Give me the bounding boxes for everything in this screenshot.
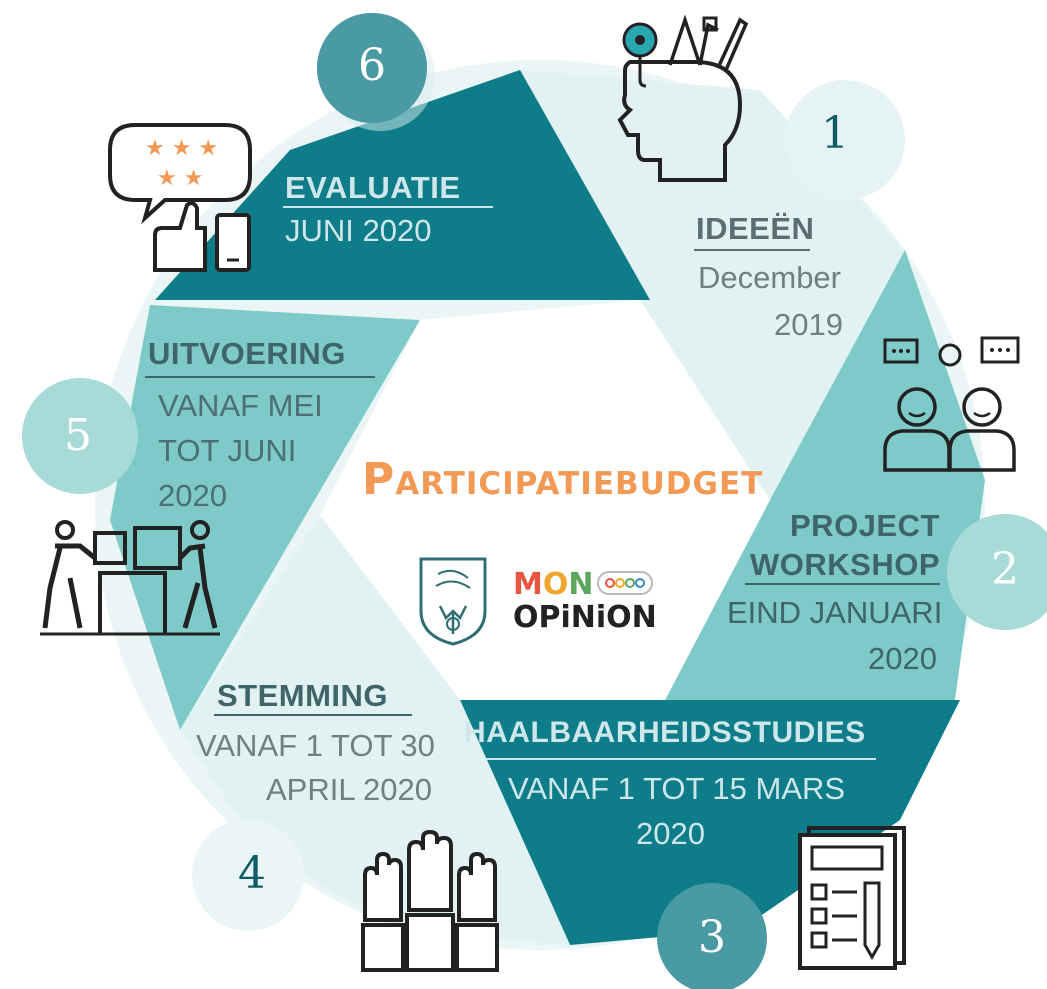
step-date-2-line-2: 2020 xyxy=(868,641,937,676)
diagram-title: Participatiebudget xyxy=(362,454,764,505)
bubble-6 xyxy=(317,13,435,131)
bubble-3 xyxy=(657,883,767,989)
step-title-1: IDEEËN xyxy=(696,211,815,246)
segment-3 xyxy=(460,700,960,945)
step-underline-3 xyxy=(486,758,876,760)
step-title-5: UITVOERING xyxy=(148,336,346,371)
rating-feedback-icon: ★ ★ ★ ★ ★ xyxy=(108,123,252,272)
step-date-4-line-2: APRIL 2020 xyxy=(266,772,433,807)
step-date-3-line-1: VANAF 1 TOT 15 MARS xyxy=(508,771,846,806)
step-underline-1 xyxy=(694,249,810,251)
step-number-4: 4 xyxy=(238,848,266,899)
step-date-3-line-2: 2020 xyxy=(636,816,705,851)
step-underline-5 xyxy=(145,376,375,378)
step-number-3: 3 xyxy=(698,912,726,963)
step-date-1-line-2: 2019 xyxy=(774,307,843,342)
step-underline-2 xyxy=(745,583,940,585)
step-title-6: EVALUATIE xyxy=(285,170,461,205)
segment-6 xyxy=(155,70,650,300)
logo-opinion-text: OPiNiON xyxy=(513,600,657,635)
step-number-1: 1 xyxy=(821,108,849,159)
step-title-4: STEMMING xyxy=(217,678,389,713)
head-ideas-icon xyxy=(617,14,749,182)
step-date-4-line-1: VANAF 1 TOT 30 xyxy=(196,728,435,763)
step-date-5-line-2: TOT JUNI xyxy=(158,433,297,468)
raised-hands-icon xyxy=(361,830,499,972)
svg-text:★ ★: ★ ★ xyxy=(157,166,203,191)
step-title-3: HAALBAARHEIDSSTUDIES xyxy=(464,716,866,749)
workers-building-icon xyxy=(40,520,220,636)
step-number-2: 2 xyxy=(991,544,1019,595)
step-number-6: 6 xyxy=(358,40,386,91)
checklist-icon xyxy=(798,826,906,970)
step-date-6-line-1: JUNI 2020 xyxy=(285,213,432,248)
logo-mon-opinion: MON xyxy=(513,567,594,602)
bubble-1 xyxy=(785,80,905,200)
team-discussion-icon xyxy=(883,336,1020,472)
step-date-1-line-1: December xyxy=(698,260,841,295)
step-title-2-line-1: PROJECT xyxy=(790,508,940,543)
step-date-2-line-1: EIND JANUARI xyxy=(727,595,943,630)
bubble-5 xyxy=(22,378,138,494)
step-underline-6 xyxy=(283,206,493,208)
step-underline-4 xyxy=(214,714,412,716)
municipal-crest-icon xyxy=(419,557,487,646)
bubble-2 xyxy=(947,514,1047,630)
speech-bubble-logo-icon xyxy=(597,571,653,595)
step-title-2-line-2: WORKSHOP xyxy=(750,547,940,582)
step-date-5-line-3: 2020 xyxy=(158,478,227,513)
step-number-5: 5 xyxy=(64,410,92,461)
svg-text:★ ★ ★: ★ ★ ★ xyxy=(145,136,218,161)
bubble-4 xyxy=(192,819,304,931)
step-date-5-line-1: VANAF MEI xyxy=(158,388,323,423)
